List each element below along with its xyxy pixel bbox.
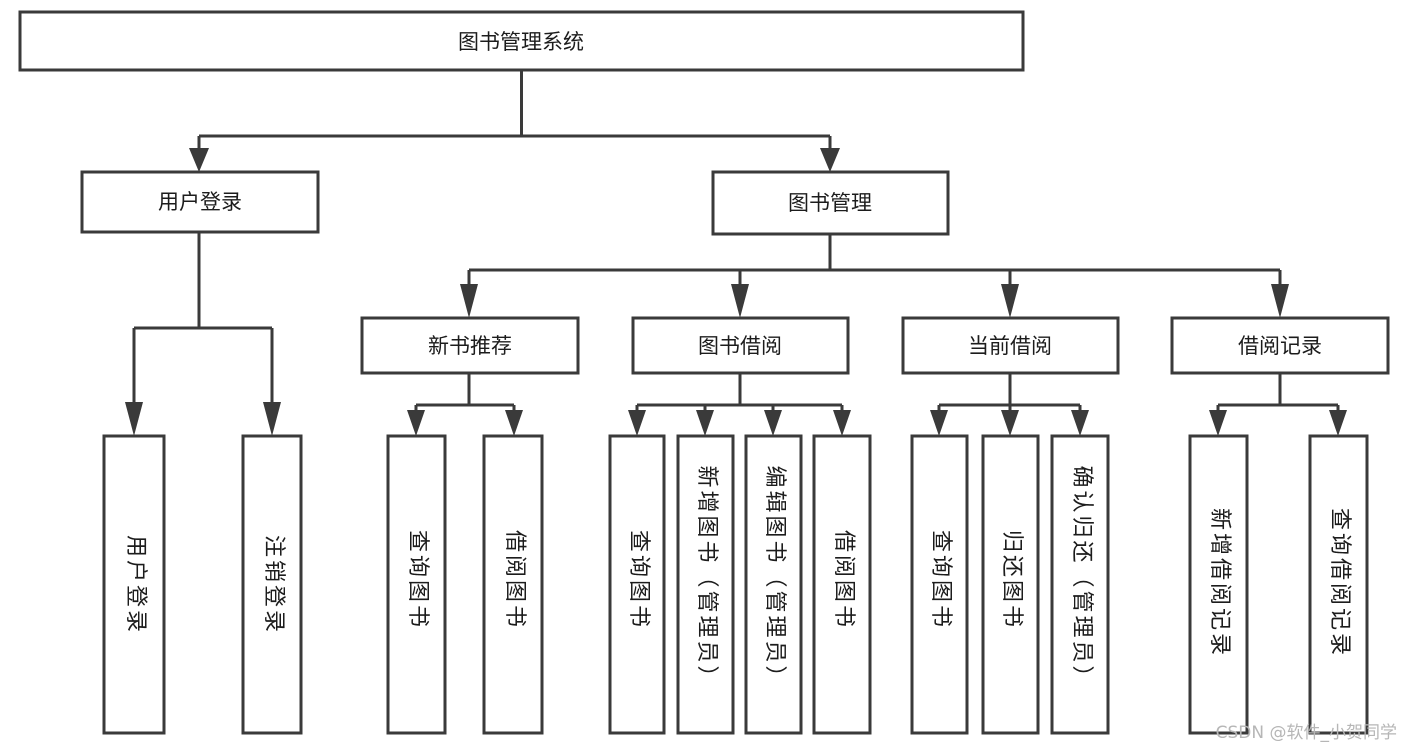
node-new-book-recommend-box[interactable]	[360, 316, 580, 375]
node-leaf-edit-book-label: 编辑图书（管理员）	[762, 465, 787, 690]
arrowhead-leaf-borrow-book-1	[505, 410, 523, 436]
node-new-book-recommend[interactable]: 新书推荐	[360, 316, 580, 375]
node-leaf-return-book[interactable]: 归还图书	[981, 434, 1040, 735]
node-book-borrow-label: 图书借阅	[698, 334, 782, 358]
node-leaf-user-login-box[interactable]	[102, 434, 166, 735]
arrowhead-leaf-edit-book	[764, 410, 782, 436]
node-book-borrow[interactable]: 图书借阅	[631, 316, 850, 375]
node-leaf-query-book-2[interactable]: 查询图书	[608, 434, 666, 735]
node-root[interactable]: 图书管理系统	[18, 10, 1025, 72]
node-leaf-add-book-label: 新增图书（管理员）	[694, 465, 719, 690]
arrowhead-leaf-query-book-3	[930, 410, 948, 436]
node-user-login-box[interactable]	[80, 170, 320, 234]
node-leaf-query-book-3[interactable]: 查询图书	[910, 434, 969, 735]
node-leaf-borrow-book-2-box[interactable]	[812, 434, 872, 735]
node-leaf-query-book-2-label: 查询图书	[626, 530, 651, 630]
node-leaf-confirm-return-label: 确认归还（管理员）	[1069, 465, 1094, 690]
node-leaf-query-book-1-box[interactable]	[386, 434, 447, 735]
node-leaf-query-record-label: 查询借阅记录	[1327, 508, 1352, 658]
node-leaf-borrow-book-1-box[interactable]	[482, 434, 544, 735]
node-book-manage[interactable]: 图书管理	[711, 170, 950, 236]
node-current-borrow[interactable]: 当前借阅	[901, 316, 1120, 375]
node-leaf-add-record-label: 新增借阅记录	[1207, 508, 1232, 658]
node-borrow-record-box[interactable]	[1170, 316, 1390, 375]
arrowhead-leaf-query-book-2	[628, 410, 646, 436]
node-leaf-query-book-2-box[interactable]	[608, 434, 666, 735]
arrowhead-leaf-return-book	[1001, 410, 1019, 436]
arrowhead-leaf-query-record	[1329, 410, 1347, 436]
arrowhead-book-borrow	[731, 284, 749, 318]
arrowhead-leaf-add-record	[1209, 410, 1227, 436]
node-leaf-user-login-label: 用户登录	[123, 535, 148, 635]
arrowhead-leaf-confirm-return	[1071, 410, 1089, 436]
arrowhead-leaf-borrow-book-2	[833, 410, 851, 436]
arrowhead-book-manage	[820, 148, 840, 172]
node-leaf-query-book-3-label: 查询图书	[928, 530, 953, 630]
node-leaf-borrow-book-1[interactable]: 借阅图书	[482, 434, 544, 735]
node-new-book-recommend-label: 新书推荐	[428, 334, 512, 358]
node-leaf-query-record-box[interactable]	[1308, 434, 1369, 735]
node-leaf-confirm-return[interactable]: 确认归还（管理员）	[1050, 434, 1110, 735]
edge-layer	[125, 70, 1347, 436]
node-book-borrow-box[interactable]	[631, 316, 850, 375]
node-user-login-label: 用户登录	[158, 190, 242, 214]
node-root-label: 图书管理系统	[458, 30, 584, 54]
arrowhead-leaf-add-book	[696, 410, 714, 436]
node-borrow-record-label: 借阅记录	[1238, 334, 1322, 358]
node-leaf-query-record[interactable]: 查询借阅记录	[1308, 434, 1369, 735]
node-leaf-add-book-box[interactable]	[676, 434, 735, 735]
arrowhead-new-book-recommend	[460, 284, 478, 318]
node-leaf-borrow-book-2[interactable]: 借阅图书	[812, 434, 872, 735]
node-layer: 图书管理系统 用户登录 图书管理 新书推荐 图书借阅 当前	[18, 10, 1390, 735]
node-leaf-user-logout-label: 注销登录	[261, 535, 286, 635]
node-user-login[interactable]: 用户登录	[80, 170, 320, 234]
node-leaf-user-logout[interactable]: 注销登录	[241, 434, 303, 735]
node-leaf-return-book-box[interactable]	[981, 434, 1040, 735]
node-current-borrow-label: 当前借阅	[968, 334, 1052, 358]
arrowhead-leaf-user-login	[125, 402, 143, 436]
node-leaf-borrow-book-1-label: 借阅图书	[502, 530, 527, 630]
node-leaf-query-book-1[interactable]: 查询图书	[386, 434, 447, 735]
node-leaf-add-record-box[interactable]	[1188, 434, 1249, 735]
arrowhead-borrow-record	[1271, 284, 1289, 318]
arrowhead-current-borrow	[1001, 284, 1019, 318]
node-leaf-edit-book-box[interactable]	[744, 434, 803, 735]
node-current-borrow-box[interactable]	[901, 316, 1120, 375]
node-borrow-record[interactable]: 借阅记录	[1170, 316, 1390, 375]
node-leaf-edit-book[interactable]: 编辑图书（管理员）	[744, 434, 803, 735]
node-leaf-return-book-label: 归还图书	[999, 530, 1024, 630]
node-leaf-user-logout-box[interactable]	[241, 434, 303, 735]
node-leaf-query-book-3-box[interactable]	[910, 434, 969, 735]
arrowhead-leaf-user-logout	[263, 402, 281, 436]
arrowhead-user-login	[189, 148, 209, 172]
arrowhead-leaf-query-book-1	[407, 410, 425, 436]
node-leaf-add-book[interactable]: 新增图书（管理员）	[676, 434, 735, 735]
node-book-manage-box[interactable]	[711, 170, 950, 236]
node-leaf-user-login[interactable]: 用户登录	[102, 434, 166, 735]
node-leaf-borrow-book-2-label: 借阅图书	[831, 530, 856, 630]
node-leaf-add-record[interactable]: 新增借阅记录	[1188, 434, 1249, 735]
node-root-box[interactable]	[18, 10, 1025, 72]
csdn-watermark: CSDN @软件_小贺同学	[1215, 723, 1397, 743]
node-leaf-confirm-return-box[interactable]	[1050, 434, 1110, 735]
node-book-manage-label: 图书管理	[788, 191, 872, 215]
node-leaf-query-book-1-label: 查询图书	[405, 530, 430, 630]
